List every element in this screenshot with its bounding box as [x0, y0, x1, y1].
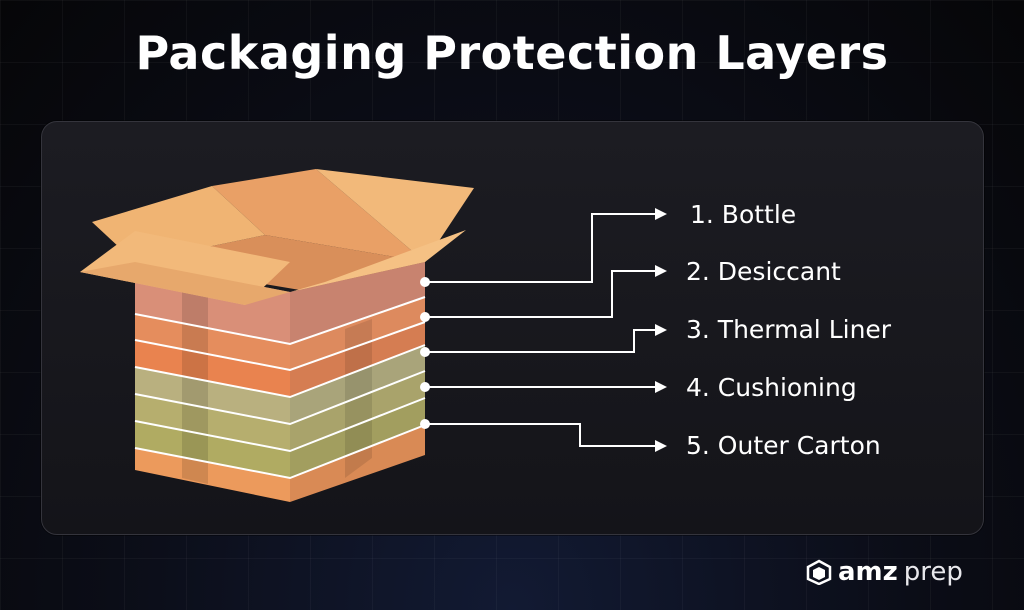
brand-name-light: prep	[903, 557, 963, 587]
connector-arrowheads	[655, 208, 667, 452]
layer-label-outer-carton: 5. Outer Carton	[686, 431, 881, 460]
connector-dots	[420, 277, 430, 429]
box-back-right-flap	[316, 169, 474, 262]
connector-3	[425, 329, 655, 353]
layer-label-thermal-liner: 3. Thermal Liner	[686, 315, 892, 344]
layer-label-cushioning: 4. Cushioning	[686, 373, 857, 402]
brand-logo: amz prep	[806, 555, 963, 589]
page-title: Packaging Protection Layers	[135, 26, 889, 80]
box-flap-shadow	[80, 262, 290, 305]
connector-5	[425, 423, 655, 447]
amzprep-logo-icon	[806, 559, 832, 585]
box-front-right-face	[290, 262, 425, 502]
layer-separator-lines	[134, 296, 426, 480]
connector-1	[425, 213, 655, 283]
layer-label-desiccant: 2. Desiccant	[686, 257, 841, 286]
connector-2	[425, 270, 655, 318]
connector-lines	[425, 213, 655, 447]
brand-name-bold: amz	[838, 557, 898, 587]
box-back-wall	[212, 169, 425, 262]
layer-label-bottle: 1. Bottle	[690, 200, 797, 229]
